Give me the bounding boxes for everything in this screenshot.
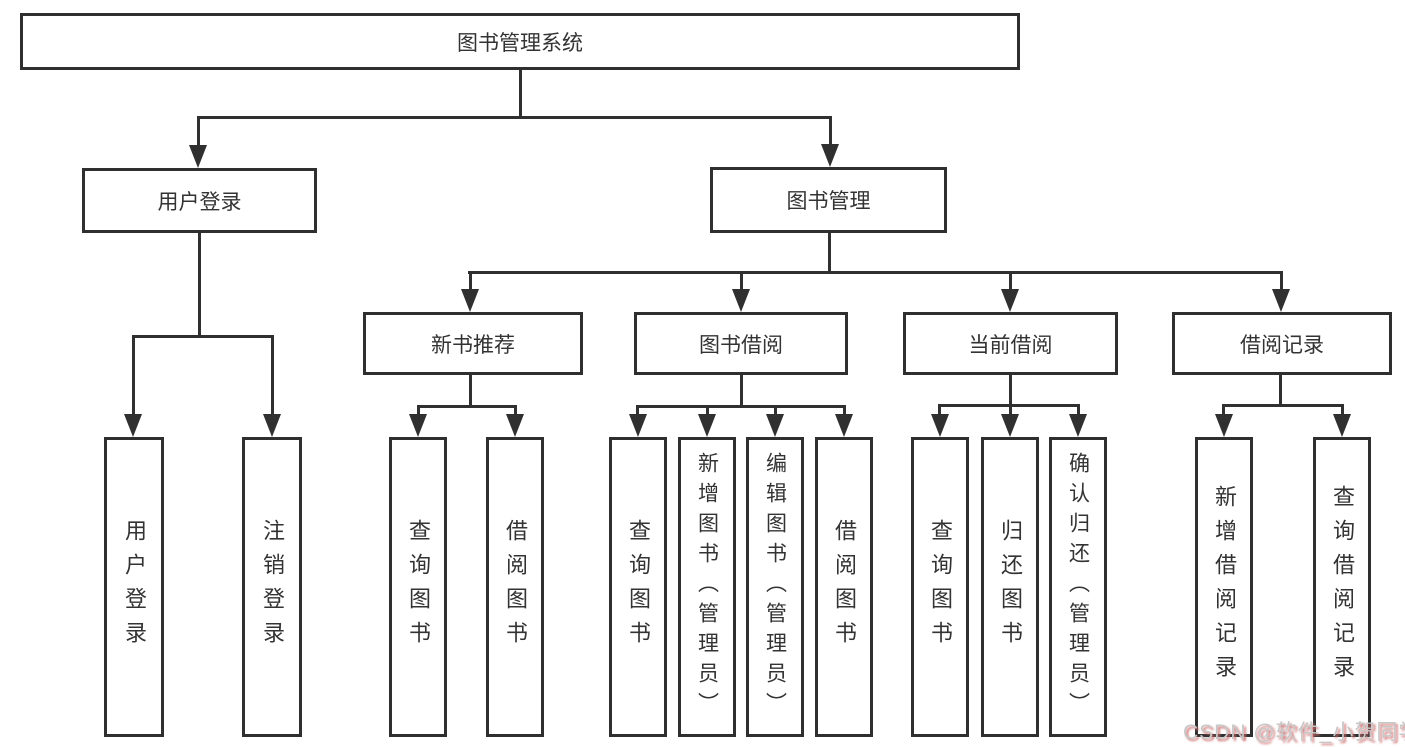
leaf-query-books-label: 查询图书	[626, 519, 651, 655]
leaf-edit-books-admin-label: 编辑图书（管理员）	[763, 452, 787, 722]
leaf-query-books-recommend-label: 查询图书	[406, 519, 431, 655]
connector-hline	[417, 405, 517, 408]
arrow-down-icon	[821, 144, 839, 167]
connector-vline	[829, 116, 832, 146]
node-book-management: 图书管理	[710, 167, 947, 233]
connector-vline	[1222, 404, 1225, 416]
connector-vline	[1341, 404, 1344, 416]
arrow-down-icon	[124, 414, 142, 437]
connector-vline	[514, 405, 517, 416]
arrow-down-icon	[1001, 289, 1019, 312]
leaf-query-borrow-record-label: 查询借阅记录	[1330, 485, 1355, 689]
arrow-down-icon	[506, 414, 524, 437]
arrow-down-icon	[835, 414, 853, 437]
node-new-book-recommend-label: 新书推荐	[431, 333, 515, 357]
node-new-book-recommend: 新书推荐	[363, 312, 583, 375]
connector-vline	[1009, 375, 1012, 406]
leaf-logout: 注销登录	[242, 437, 302, 737]
node-current-borrow: 当前借阅	[903, 312, 1118, 375]
connector-vline	[132, 335, 135, 415]
arrow-down-icon	[931, 414, 949, 437]
leaf-add-books-admin-label: 新增图书（管理员）	[695, 452, 719, 722]
connector-vline	[271, 335, 274, 415]
arrow-down-icon	[732, 289, 750, 312]
connector-vline	[198, 233, 201, 338]
connector-vline	[417, 405, 420, 416]
node-book-borrow: 图书借阅	[634, 312, 848, 375]
connector-hline	[1222, 404, 1344, 407]
node-user-login: 用户登录	[82, 168, 317, 233]
leaf-borrow-books-recommend: 借阅图书	[486, 437, 544, 737]
node-book-borrow-label: 图书借阅	[699, 333, 783, 357]
leaf-borrow-books-recommend-label: 借阅图书	[503, 519, 528, 655]
node-book-management-label: 图书管理	[786, 190, 871, 213]
connector-vline	[828, 233, 831, 274]
connector-vline	[706, 405, 709, 416]
arrow-down-icon	[409, 414, 427, 437]
arrow-down-icon	[263, 414, 281, 437]
arrow-down-icon	[461, 289, 479, 312]
connector-vline	[1279, 375, 1282, 406]
connector-vline	[938, 404, 941, 416]
arrow-down-icon	[1215, 414, 1233, 437]
arrow-down-icon	[1333, 414, 1351, 437]
leaf-query-books-current: 查询图书	[911, 437, 969, 737]
leaf-logout-label: 注销登录	[260, 519, 285, 655]
leaf-add-borrow-record: 新增借阅记录	[1195, 437, 1253, 737]
arrow-down-icon	[1001, 414, 1019, 437]
connector-vline	[1009, 271, 1012, 291]
leaf-user-login-label: 用户登录	[122, 519, 147, 655]
connector-hline	[636, 405, 846, 408]
arrow-down-icon	[629, 414, 647, 437]
connector-vline	[843, 405, 846, 416]
leaf-query-books-current-label: 查询图书	[928, 519, 953, 655]
connector-vline	[469, 271, 472, 291]
connector-vline	[636, 405, 639, 416]
leaf-add-borrow-record-label: 新增借阅记录	[1212, 485, 1237, 689]
connector-vline	[469, 375, 472, 408]
leaf-query-books-recommend: 查询图书	[389, 437, 447, 737]
leaf-return-books-label: 归还图书	[998, 519, 1023, 655]
connector-hline	[132, 335, 274, 338]
leaf-query-books: 查询图书	[609, 437, 667, 737]
leaf-borrow-books: 借阅图书	[815, 437, 873, 737]
leaf-return-books: 归还图书	[981, 437, 1039, 737]
connector-hline	[468, 271, 1282, 274]
arrow-down-icon	[1272, 289, 1290, 312]
connector-vline	[1077, 404, 1080, 416]
node-borrow-records-label: 借阅记录	[1240, 333, 1324, 357]
leaf-add-books-admin: 新增图书（管理员）	[678, 437, 736, 737]
leaf-edit-books-admin: 编辑图书（管理员）	[746, 437, 804, 737]
connector-vline	[519, 70, 522, 118]
arrow-down-icon	[1069, 414, 1087, 437]
connector-vline	[1280, 271, 1283, 291]
connector-vline	[774, 405, 777, 416]
leaf-user-login: 用户登录	[104, 437, 164, 737]
arrow-down-icon	[698, 414, 716, 437]
leaf-borrow-books-label: 借阅图书	[832, 519, 857, 655]
arrow-down-icon	[766, 414, 784, 437]
connector-vline	[740, 375, 743, 408]
leaf-confirm-return-admin-label: 确认归还（管理员）	[1066, 452, 1090, 722]
connector-vline	[1009, 404, 1012, 416]
connector-vline	[197, 116, 200, 147]
arrow-down-icon	[189, 145, 207, 168]
node-root: 图书管理系统	[20, 13, 1020, 70]
node-borrow-records: 借阅记录	[1172, 312, 1392, 375]
node-user-login-label: 用户登录	[157, 190, 242, 214]
node-root-label: 图书管理系统	[457, 31, 583, 55]
leaf-confirm-return-admin: 确认归还（管理员）	[1049, 437, 1107, 737]
watermark: CSDN @软件_小贺同学	[1183, 721, 1405, 744]
node-current-borrow-label: 当前借阅	[968, 333, 1053, 357]
leaf-query-borrow-record: 查询借阅记录	[1313, 437, 1371, 737]
connector-hline	[197, 116, 832, 119]
connector-vline	[740, 271, 743, 291]
